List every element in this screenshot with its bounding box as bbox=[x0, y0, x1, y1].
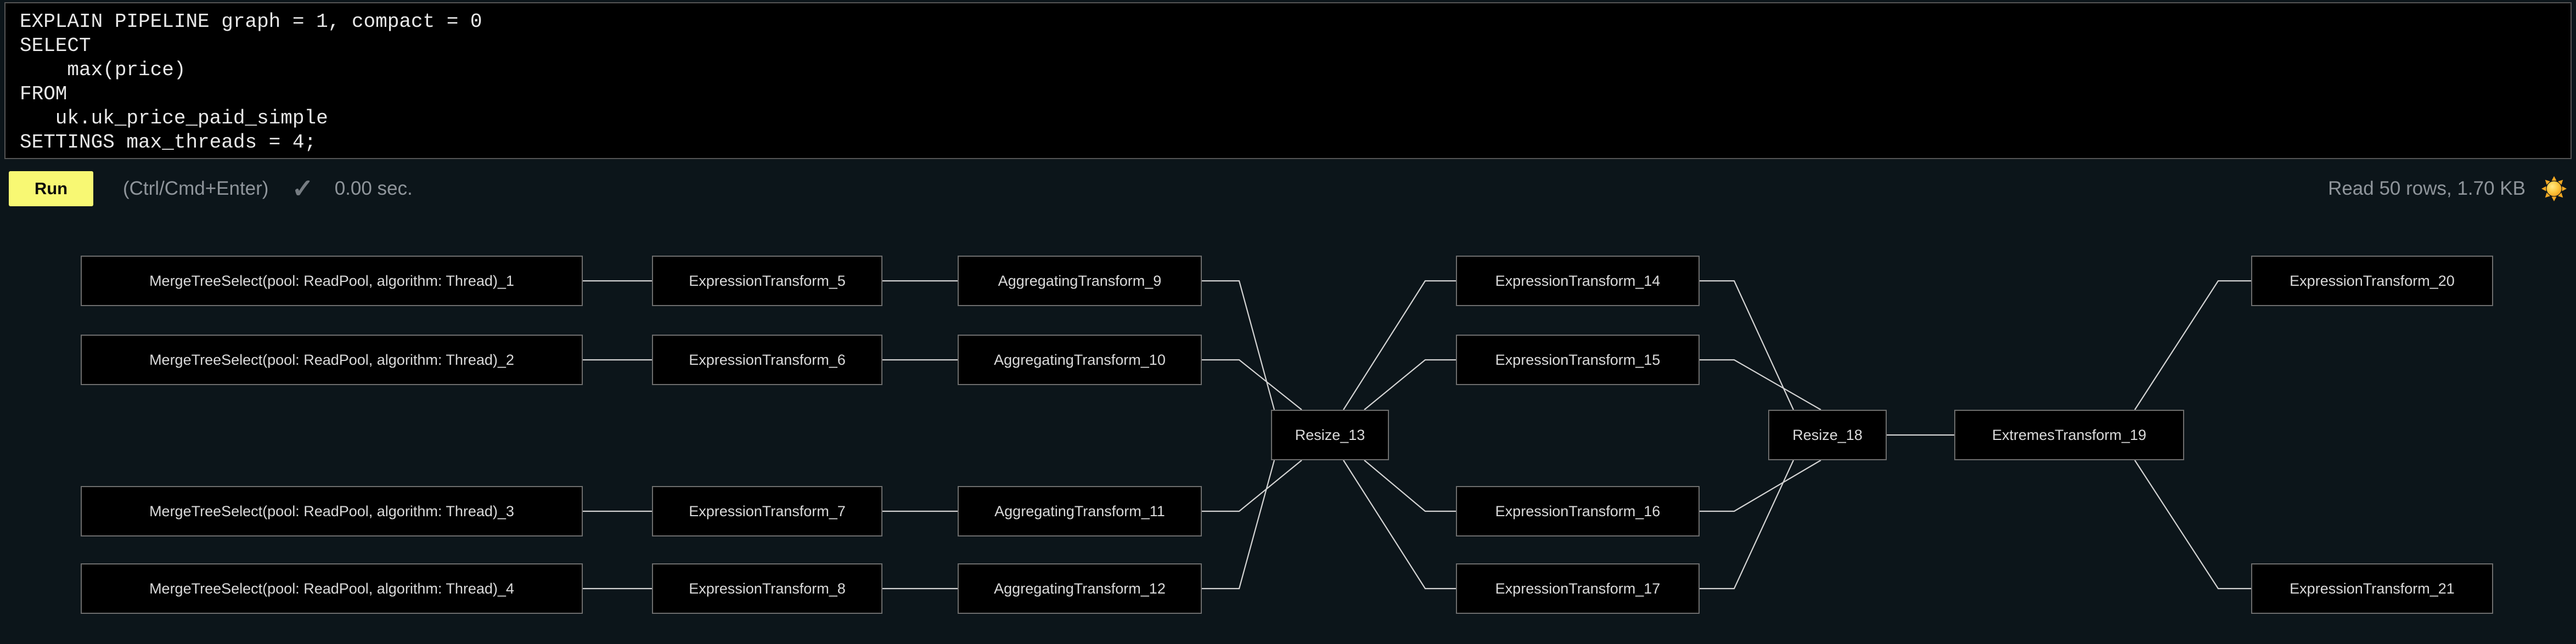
edge-13-14 bbox=[1343, 280, 1456, 410]
run-button[interactable]: Run bbox=[9, 171, 93, 206]
read-stats: Read 50 rows, 1.70 KB bbox=[2328, 178, 2526, 199]
elapsed-time: 0.00 sec. bbox=[334, 178, 413, 199]
sun-rays bbox=[2541, 176, 2567, 201]
graph-node-8: ExpressionTransform_8 bbox=[652, 563, 882, 614]
graph-node-2: MergeTreeSelect(pool: ReadPool, algorith… bbox=[81, 335, 583, 385]
graph-node-18: Resize_18 bbox=[1768, 410, 1887, 460]
graph-node-3: MergeTreeSelect(pool: ReadPool, algorith… bbox=[81, 486, 583, 536]
edge-19-21 bbox=[2134, 460, 2251, 590]
sun-core bbox=[2546, 181, 2562, 196]
edge-11-13 bbox=[1202, 460, 1302, 512]
graph-node-11: AggregatingTransform_11 bbox=[958, 486, 1202, 536]
success-check-icon: ✓ bbox=[291, 174, 314, 204]
edge-16-18 bbox=[1700, 460, 1821, 512]
edge-13-15 bbox=[1364, 359, 1456, 410]
graph-node-19: ExtremesTransform_19 bbox=[1954, 410, 2184, 460]
graph-node-13: Resize_13 bbox=[1271, 410, 1389, 460]
edge-10-13 bbox=[1202, 359, 1302, 410]
sql-editor[interactable]: EXPLAIN PIPELINE graph = 1, compact = 0 … bbox=[4, 2, 2572, 159]
graph-node-1: MergeTreeSelect(pool: ReadPool, algorith… bbox=[81, 256, 583, 306]
edge-19-20 bbox=[2134, 280, 2251, 410]
graph-node-16: ExpressionTransform_16 bbox=[1456, 486, 1700, 536]
edge-13-16 bbox=[1364, 460, 1456, 512]
shortcut-hint: (Ctrl/Cmd+Enter) bbox=[123, 178, 269, 199]
edge-12-13 bbox=[1202, 460, 1275, 590]
graph-node-4: MergeTreeSelect(pool: ReadPool, algorith… bbox=[81, 563, 583, 614]
edge-15-18 bbox=[1700, 359, 1821, 410]
graph-node-14: ExpressionTransform_14 bbox=[1456, 256, 1700, 306]
graph-node-7: ExpressionTransform_7 bbox=[652, 486, 882, 536]
graph-node-5: ExpressionTransform_5 bbox=[652, 256, 882, 306]
graph-node-20: ExpressionTransform_20 bbox=[2251, 256, 2493, 306]
graph-node-12: AggregatingTransform_12 bbox=[958, 563, 1202, 614]
graph-node-6: ExpressionTransform_6 bbox=[652, 335, 882, 385]
edge-14-18 bbox=[1700, 280, 1794, 410]
graph-node-15: ExpressionTransform_15 bbox=[1456, 335, 1700, 385]
graph-node-10: AggregatingTransform_10 bbox=[958, 335, 1202, 385]
edge-17-18 bbox=[1700, 460, 1794, 590]
toolbar: Run (Ctrl/Cmd+Enter) ✓ 0.00 sec. Read 50… bbox=[9, 168, 2567, 210]
graph-node-9: AggregatingTransform_9 bbox=[958, 256, 1202, 306]
graph-node-17: ExpressionTransform_17 bbox=[1456, 563, 1700, 614]
edge-9-13 bbox=[1202, 280, 1275, 410]
edge-13-17 bbox=[1343, 460, 1456, 590]
graph-node-21: ExpressionTransform_21 bbox=[2251, 563, 2493, 614]
sun-icon[interactable] bbox=[2541, 176, 2567, 202]
